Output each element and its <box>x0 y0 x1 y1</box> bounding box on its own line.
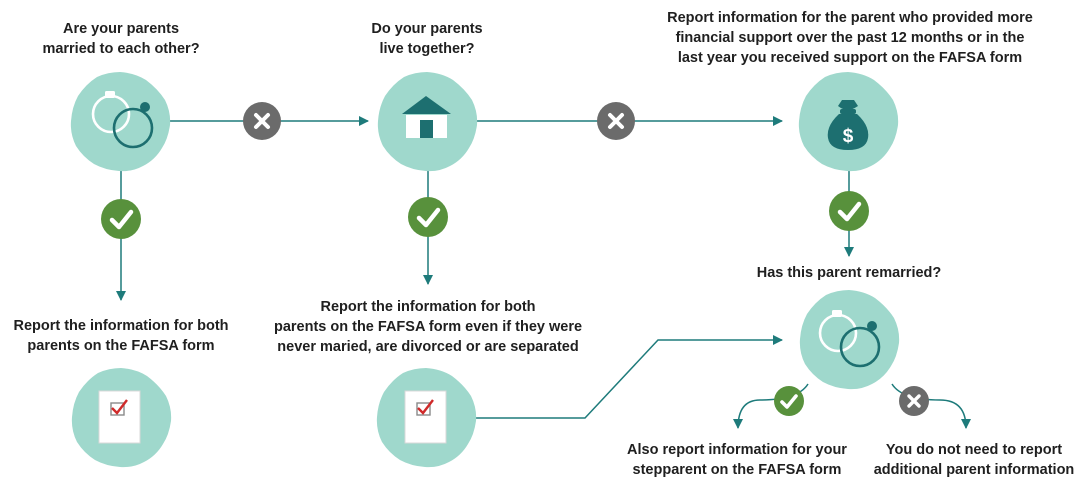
no-badge-together <box>597 102 635 140</box>
checklist-document-icon <box>98 390 141 444</box>
report-both-together: Report the information for both parents … <box>273 299 583 355</box>
report-stepparent: Also report information for your steppar… <box>627 442 847 478</box>
circle-remarried <box>799 290 900 390</box>
wedding-rings-icon <box>818 310 881 368</box>
check-icon <box>780 394 798 409</box>
report-more-support: Report information for the parent who pr… <box>667 10 1033 66</box>
circle-married <box>70 72 171 172</box>
question-live-together: Do your parents live together? <box>371 21 483 57</box>
money-bag-icon: $ <box>827 100 869 150</box>
x-icon <box>608 113 624 129</box>
yes-badge-married <box>101 199 141 239</box>
x-icon <box>907 394 921 408</box>
house-icon <box>402 96 451 138</box>
checklist-document-icon <box>404 390 447 444</box>
yes-badge-remarried <box>774 386 804 416</box>
question-married: Are your parents married to each other? <box>42 21 200 57</box>
check-icon <box>109 209 134 230</box>
svg-text:$: $ <box>843 126 854 147</box>
x-icon <box>254 113 270 129</box>
report-both-married: Report the information for both parents … <box>13 318 229 354</box>
connector-remarried-no <box>891 383 971 429</box>
no-additional-info: You do not need to report additional par… <box>873 442 1075 478</box>
check-icon <box>837 201 862 222</box>
yes-badge-support <box>829 191 869 231</box>
wedding-rings-icon <box>91 91 154 149</box>
connector-together-to-remarried <box>475 335 783 419</box>
no-badge-married <box>243 102 281 140</box>
no-badge-remarried <box>899 386 929 416</box>
yes-badge-together <box>408 197 448 237</box>
question-remarried: Has this parent remarried? <box>756 265 942 281</box>
check-icon <box>416 207 441 228</box>
